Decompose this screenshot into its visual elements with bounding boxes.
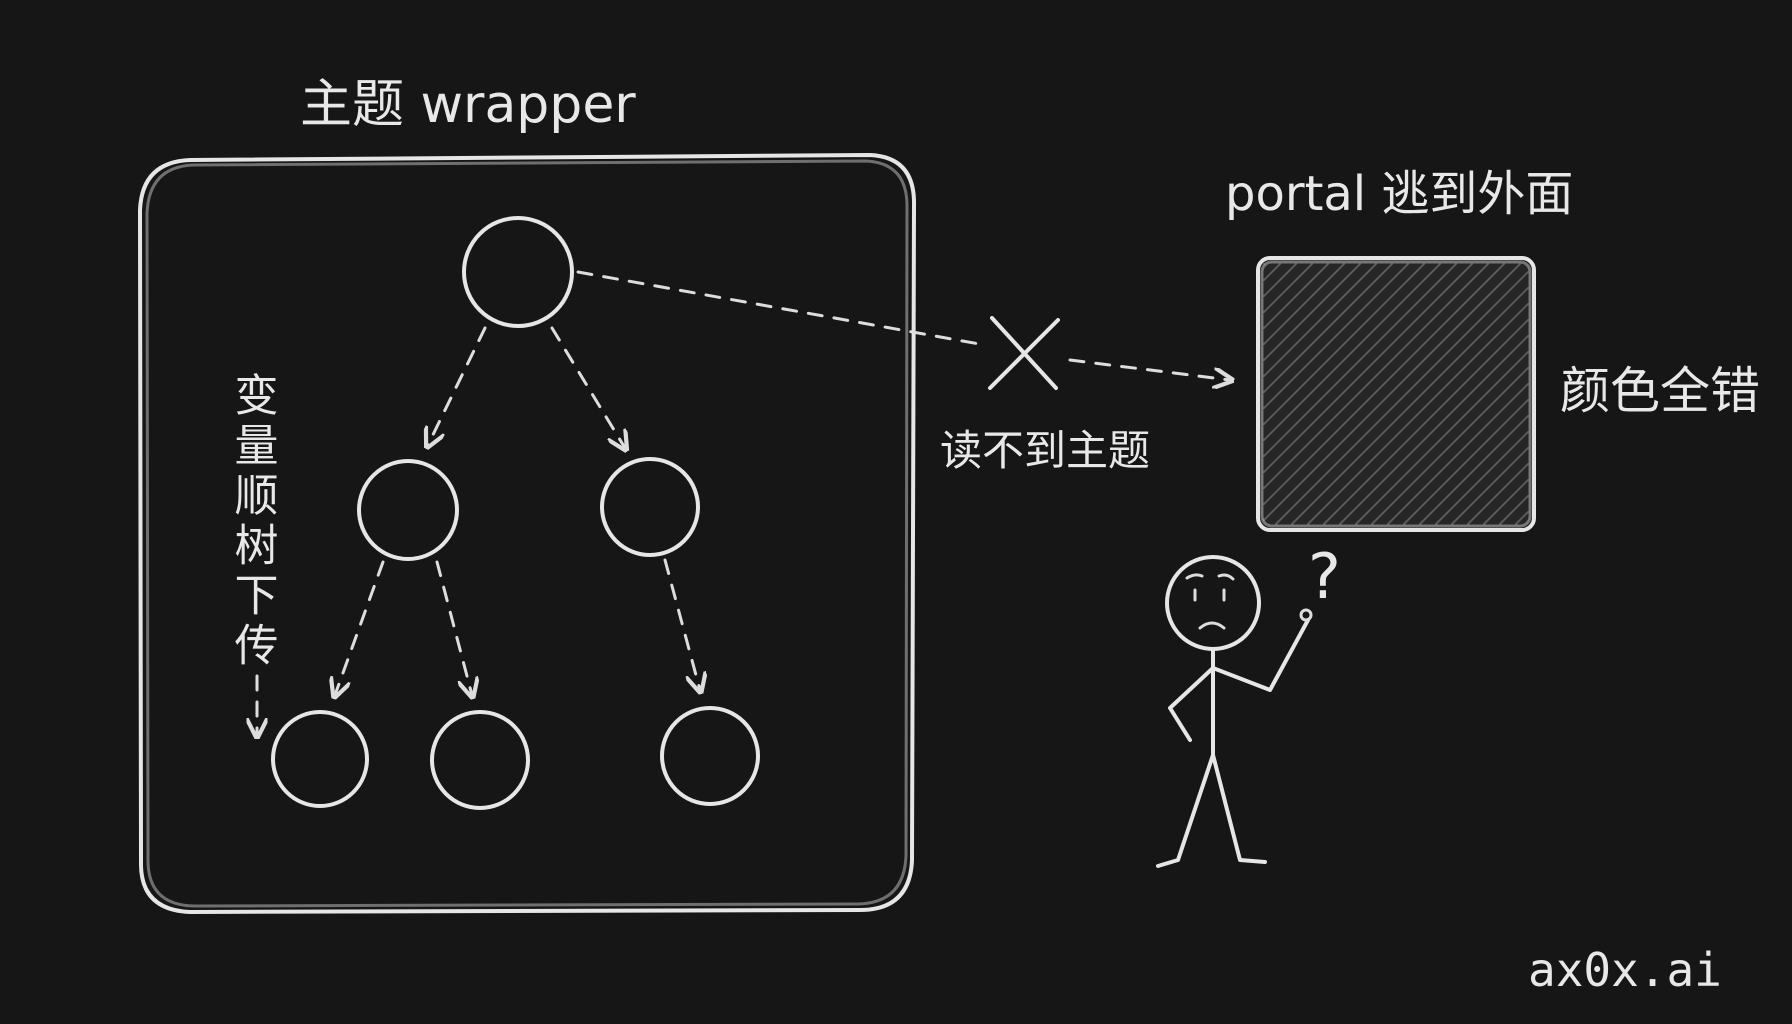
error-note: 颜色全错 <box>1560 362 1760 420</box>
hatch-line <box>1339 335 1529 525</box>
hatch-line <box>1263 263 1345 345</box>
hatch-line <box>1435 431 1529 525</box>
hatch-line <box>1263 263 1313 313</box>
hatch-line <box>1403 399 1529 525</box>
hatch-line <box>1499 495 1529 525</box>
theme-wrapper-box <box>138 153 917 914</box>
hatch-line <box>1515 511 1529 525</box>
tree-edge <box>428 326 487 445</box>
hatch-line <box>1263 263 1393 393</box>
hatch-line <box>1263 263 1361 361</box>
hatch-line <box>1371 367 1529 525</box>
tree-node-right <box>600 457 700 557</box>
hatch-line <box>1291 287 1529 525</box>
tree-edge <box>335 560 385 695</box>
tree-edges <box>335 326 700 695</box>
hatch-line <box>1419 415 1529 525</box>
portal-hatching <box>1263 263 1529 525</box>
hatch-line <box>1263 263 1489 489</box>
tree-edge <box>663 558 700 690</box>
tree-node-leaf <box>430 710 530 810</box>
hatch-line <box>1355 351 1529 525</box>
blocked-dashed-line <box>576 270 987 347</box>
hatch-line <box>1307 303 1529 525</box>
stick-figure-icon <box>1156 555 1313 868</box>
hatch-line <box>1451 447 1529 525</box>
question-mark: ? <box>1308 540 1341 613</box>
hatch-line <box>1263 263 1425 425</box>
portal-box <box>1256 256 1536 532</box>
portal-title: portal 逃到外面 <box>1225 166 1573 222</box>
tree-node-leaf <box>271 710 369 808</box>
tree-note: 变量顺树下传 <box>227 372 279 672</box>
hatch-line <box>1263 263 1457 457</box>
hatch-line <box>1483 479 1529 525</box>
hatch-line <box>1263 263 1521 521</box>
hatch-line <box>1263 263 1473 473</box>
hatch-line <box>1387 383 1529 525</box>
tree-edge <box>550 326 625 448</box>
blocked-dashed-arrow <box>1068 358 1230 380</box>
hatch-line <box>1263 263 1281 281</box>
tree-nodes <box>271 216 760 810</box>
hatch-line <box>1263 263 1505 505</box>
hatch-line <box>1275 271 1529 525</box>
hatch-line <box>1263 263 1297 297</box>
hatch-line <box>1323 319 1529 525</box>
hatch-line <box>1263 263 1377 377</box>
tree-node-leaf <box>660 706 760 806</box>
hatch-line <box>1263 263 1329 329</box>
hatch-line <box>1263 263 1441 441</box>
hatch-line <box>1263 263 1409 409</box>
hatch-line <box>1467 463 1529 525</box>
blocked-note: 读不到主题 <box>940 426 1150 475</box>
cross-icon <box>988 316 1060 390</box>
tree-edge <box>435 560 472 695</box>
tree-node-root <box>462 216 574 328</box>
watermark: ax0x.ai <box>1528 943 1722 997</box>
theme-wrapper-box-echo <box>145 159 909 908</box>
tree-node-left <box>357 459 459 561</box>
wrapper-title: 主题 wrapper <box>300 75 636 135</box>
